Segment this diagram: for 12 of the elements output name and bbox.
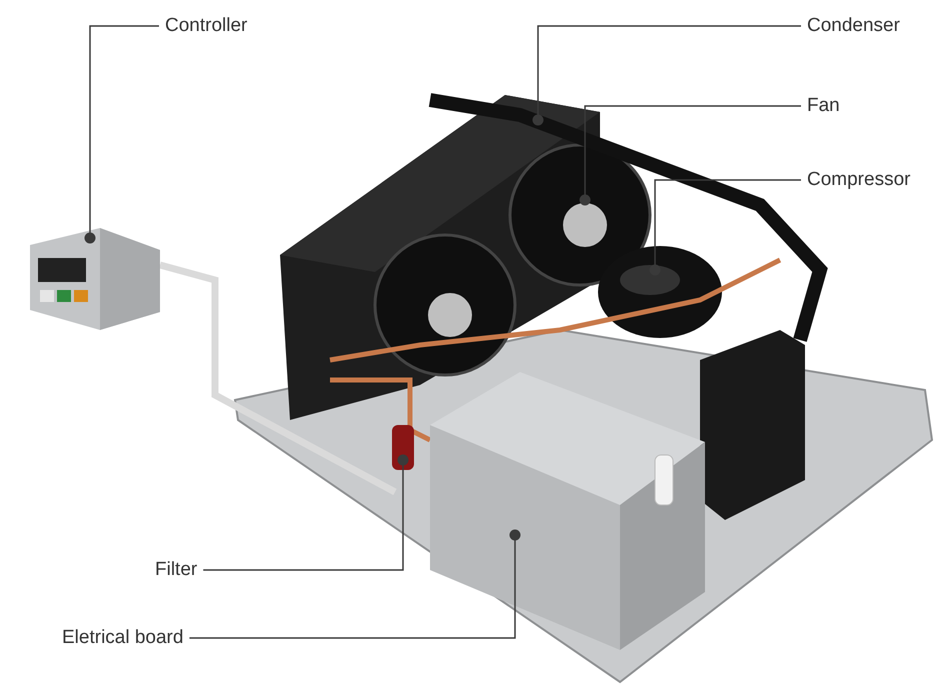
leader-line [84,25,159,244]
leader-line [203,454,408,571]
part-label: Controller [165,15,248,37]
part-label: Filter [155,559,198,581]
leader-line [580,105,801,206]
part-label: Condenser [807,15,900,37]
leader-line [189,530,520,639]
leader-line [650,179,801,276]
leader-line [532,25,801,126]
part-label: Compressor [807,169,910,191]
part-label: Fan [807,95,840,117]
part-label: Eletrical board [62,627,184,649]
